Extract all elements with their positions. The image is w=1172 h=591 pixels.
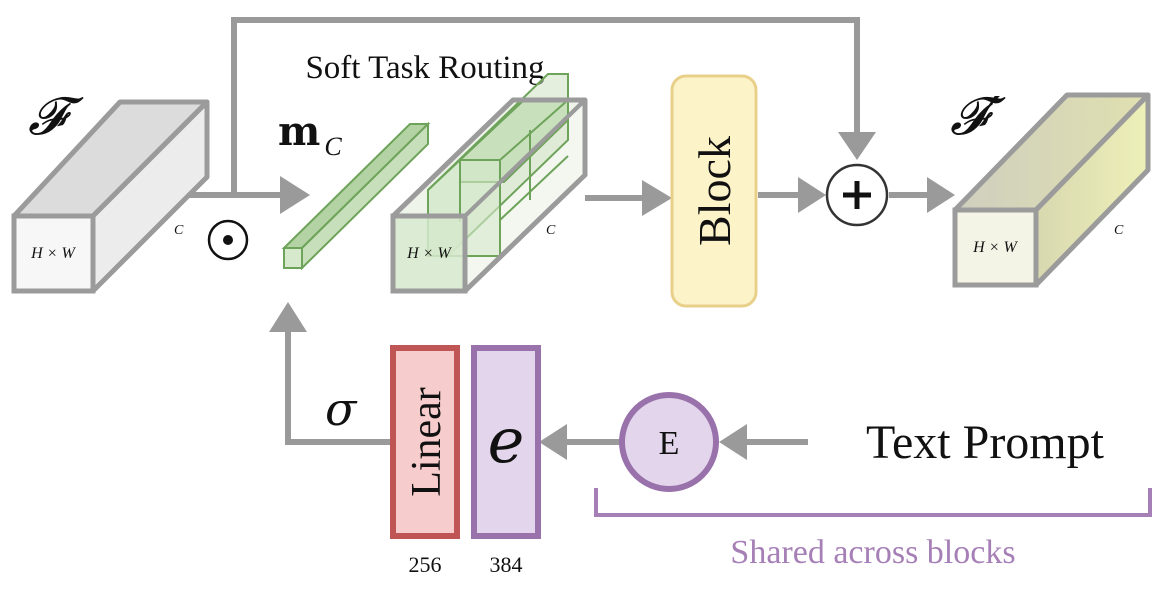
routed-dims-c: C xyxy=(546,223,556,238)
output-dims-hw: H × W xyxy=(972,239,1018,256)
input-feature-label: 𝓕 xyxy=(28,87,84,147)
input-feature-box xyxy=(11,99,210,294)
mask-label-symbol: m xyxy=(278,108,320,155)
mask-label-subscript: C xyxy=(324,132,342,161)
encoder-label: E xyxy=(659,425,680,462)
embedding-label: e xyxy=(488,404,525,477)
block-label: Block xyxy=(689,136,740,246)
input-to-mask-arrow xyxy=(186,176,310,214)
mask-vector-bar xyxy=(281,121,431,271)
output-feature-box xyxy=(952,92,1151,288)
add-to-output-arrow xyxy=(889,177,955,213)
routed-feature-box xyxy=(390,73,588,294)
diagram-title: Soft Task Routing xyxy=(305,50,544,86)
embedding-vector xyxy=(471,345,541,539)
block-to-add-arrow xyxy=(758,177,826,213)
mask-label: m C xyxy=(278,108,342,161)
block-module xyxy=(670,74,758,308)
prompt-to-encoder-arrow xyxy=(719,424,808,460)
input-dims-c: C xyxy=(174,223,184,238)
linear-dim-label: 256 xyxy=(409,552,442,577)
routed-dims-hw: H × W xyxy=(406,245,452,262)
shared-bracket xyxy=(594,488,1152,517)
skip-connection-path xyxy=(231,17,876,195)
input-dims-hw: H × W xyxy=(30,245,76,262)
output-feature-label: 𝓕′ xyxy=(950,87,1006,147)
sigma-up-arrow xyxy=(269,302,392,445)
add-operator-icon xyxy=(825,163,889,227)
embedding-dim-label: 384 xyxy=(490,552,523,577)
text-encoder xyxy=(619,392,719,492)
hadamard-operator-icon xyxy=(207,219,249,261)
sigma-label: σ xyxy=(325,382,358,436)
text-prompt-label: Text Prompt xyxy=(866,416,1105,469)
linear-label: Linear xyxy=(404,387,450,497)
encoder-to-embedding-arrow xyxy=(539,424,620,460)
linear-layer xyxy=(390,345,460,539)
routed-to-block-arrow xyxy=(585,180,672,216)
output-dims-c: C xyxy=(1114,223,1124,238)
shared-label: Shared across blocks xyxy=(730,534,1015,571)
